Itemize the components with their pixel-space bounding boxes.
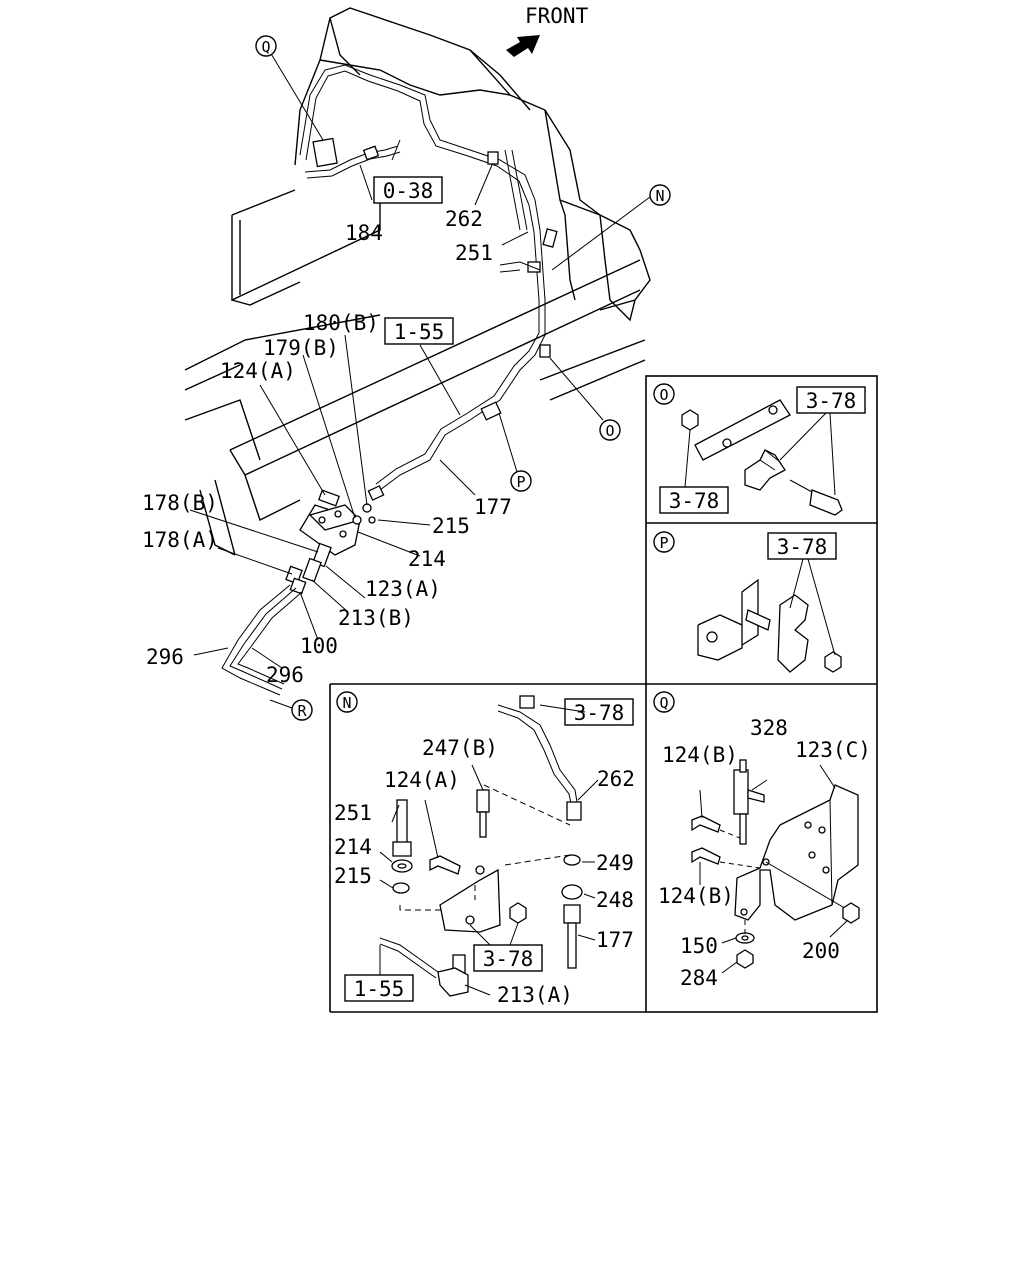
callout-p-main: P xyxy=(510,470,532,492)
part-label-284: 284 xyxy=(680,966,718,990)
part-label-213a: 213(A) xyxy=(497,983,573,1007)
part-label-214: 214 xyxy=(408,547,446,571)
part-label-262-n: 262 xyxy=(597,767,635,791)
svg-text:3-78: 3-78 xyxy=(483,947,534,971)
part-label-249: 249 xyxy=(596,851,634,875)
part-label-124a: 124(A) xyxy=(220,359,296,383)
part-label-123c: 123(C) xyxy=(795,738,871,762)
part-label-150: 150 xyxy=(680,934,718,958)
callout-q-main: Q xyxy=(255,35,277,57)
svg-text:P: P xyxy=(516,473,525,491)
svg-text:P: P xyxy=(659,534,668,552)
part-label-179b: 179(B) xyxy=(263,336,339,360)
svg-text:Q: Q xyxy=(659,694,668,712)
part-label-200: 200 xyxy=(802,939,840,963)
part-label-214-n: 214 xyxy=(334,835,372,859)
part-label-180b: 180(B) xyxy=(303,311,379,335)
part-label-178b: 178(B) xyxy=(142,491,218,515)
svg-text:O: O xyxy=(605,422,614,440)
detail-n: N 3-78 3-78 1-55 xyxy=(334,691,635,1007)
part-label-213b: 213(B) xyxy=(338,606,414,630)
callout-n-main: N xyxy=(649,184,671,206)
part-label-215-n: 215 xyxy=(334,864,372,888)
ref-box-1-55-main: 1-55 xyxy=(384,317,454,345)
part-label-123a: 123(A) xyxy=(365,577,441,601)
svg-text:3-78: 3-78 xyxy=(574,701,625,725)
part-label-124b-lower: 124(B) xyxy=(658,884,734,908)
svg-text:O: O xyxy=(659,386,668,404)
detail-q: Q 328 124(B) xyxy=(653,691,871,990)
svg-text:0-38: 0-38 xyxy=(383,179,434,203)
part-label-177: 177 xyxy=(474,495,512,519)
svg-text:1-55: 1-55 xyxy=(354,977,405,1001)
part-label-251-n: 251 xyxy=(334,801,372,825)
part-label-296-a: 296 xyxy=(146,645,184,669)
arrow-icon xyxy=(506,35,540,57)
svg-text:1-55: 1-55 xyxy=(394,320,445,344)
part-label-328: 328 xyxy=(750,716,788,740)
part-label-124a-n: 124(A) xyxy=(384,768,460,792)
part-label-262: 262 xyxy=(445,207,483,231)
part-label-124b-upper: 124(B) xyxy=(662,743,738,767)
detail-o: O 3-78 3-78 xyxy=(653,383,866,516)
part-label-215: 215 xyxy=(432,514,470,538)
part-label-247b: 247(B) xyxy=(422,736,498,760)
part-label-251: 251 xyxy=(455,241,493,265)
cab-frame-drawing xyxy=(184,7,651,709)
svg-text:Q: Q xyxy=(261,38,270,56)
detail-panels-frame xyxy=(329,375,878,1013)
svg-text:N: N xyxy=(342,694,351,712)
part-label-100: 100 xyxy=(300,634,338,658)
part-label-184: 184 xyxy=(345,221,383,245)
front-label: FRONT xyxy=(525,4,589,28)
part-label-248: 248 xyxy=(596,888,634,912)
ref-box-0-38: 0-38 xyxy=(373,176,443,204)
part-label-178a: 178(A) xyxy=(142,528,218,552)
callout-o-main: O xyxy=(599,419,621,441)
svg-text:3-78: 3-78 xyxy=(777,535,828,559)
svg-text:R: R xyxy=(297,702,307,720)
detail-p: P 3-78 xyxy=(653,531,842,673)
svg-text:N: N xyxy=(655,187,664,205)
part-label-296-b: 296 xyxy=(266,663,304,687)
callout-r-main: R xyxy=(291,699,313,721)
svg-text:3-78: 3-78 xyxy=(806,389,857,413)
svg-text:3-78: 3-78 xyxy=(669,489,720,513)
part-label-177-n: 177 xyxy=(596,928,634,952)
